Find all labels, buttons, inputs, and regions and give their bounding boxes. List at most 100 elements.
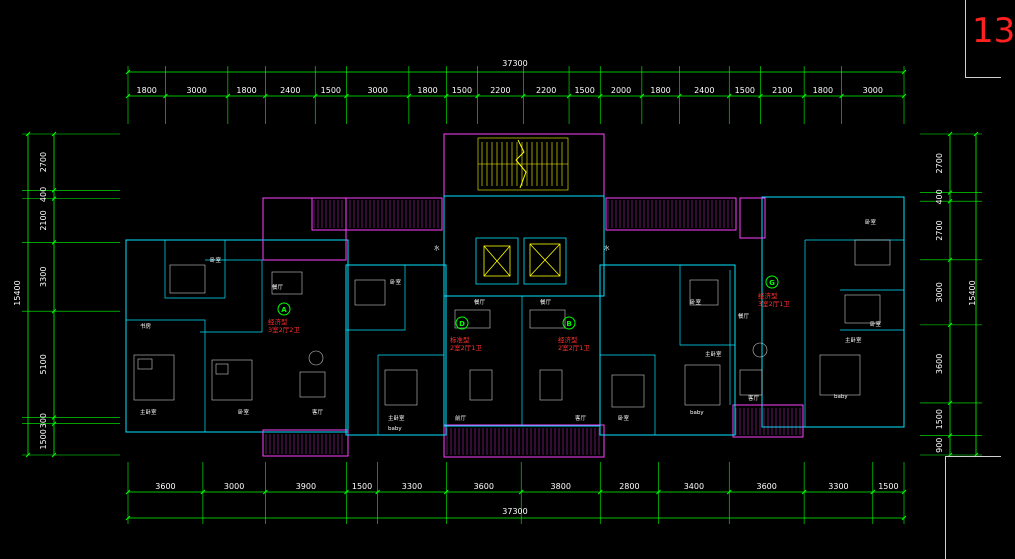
interior-walls xyxy=(126,239,904,435)
dimension-label: 3300 xyxy=(828,482,848,491)
dimension-tick xyxy=(443,489,449,495)
dimension-tick xyxy=(312,93,318,99)
dimension-tick xyxy=(406,93,412,99)
room-label: 餐厅 xyxy=(738,312,750,320)
dimension-label: 2400 xyxy=(694,86,714,95)
dimension-tick xyxy=(344,489,349,495)
dimension-tick xyxy=(475,93,480,99)
dimension-tick xyxy=(262,489,268,495)
unit-type: 经济型 xyxy=(268,317,288,326)
unit-badge-circle xyxy=(765,275,779,289)
dimension-label: 1500 xyxy=(452,86,472,95)
dimension-label: 3000 xyxy=(863,86,883,95)
overall-width-bottom: 37300 xyxy=(502,507,527,516)
unit-G: G 经济型 3室2厅1卫 xyxy=(758,275,790,308)
room-label: 卧室 xyxy=(865,218,877,226)
dimension-tick xyxy=(870,489,876,495)
dimension-label: 2800 xyxy=(619,482,639,491)
dimension-tick xyxy=(726,93,732,99)
dimension-label: 3000 xyxy=(186,86,206,95)
dimension-label: 1500 xyxy=(878,482,898,491)
dimension-tick xyxy=(656,489,661,495)
dimension-tick xyxy=(566,93,572,99)
dimension-label: 2100 xyxy=(39,210,48,230)
room-label: 餐厅 xyxy=(474,298,486,306)
dimension-label: 1800 xyxy=(236,86,256,95)
dimension-tick xyxy=(51,196,57,201)
dimension-tick xyxy=(262,93,268,99)
room-label: 水 xyxy=(604,244,610,252)
unit-badge: B xyxy=(566,320,571,328)
dimension-label: 3400 xyxy=(684,482,704,491)
sheet-number: 13 xyxy=(972,11,1015,51)
dimension-label: 300 xyxy=(39,413,48,428)
dimension-tick xyxy=(375,489,381,495)
room-label: 书房 xyxy=(140,322,152,330)
unit-spec: 2室2厅1卫 xyxy=(558,343,590,352)
dimension-label: 3800 xyxy=(551,482,571,491)
dimension-tick xyxy=(947,131,953,137)
overall-width-top: 37300 xyxy=(502,59,527,68)
elevators xyxy=(475,237,567,285)
dimension-tick xyxy=(901,489,907,495)
dimension-label: 3000 xyxy=(224,482,244,491)
room-label: 餐厅 xyxy=(540,298,552,306)
overall-depth-right: 15400 xyxy=(968,280,977,305)
dimension-tick xyxy=(51,421,57,427)
unit-badge-circle xyxy=(277,302,291,316)
dimension-tick xyxy=(520,93,526,99)
dimension-tick xyxy=(726,489,732,495)
dimension-tick xyxy=(51,131,57,137)
room-label: 客厅 xyxy=(575,414,587,422)
dimension-label: 1800 xyxy=(650,86,670,95)
dimension-tick xyxy=(518,489,524,495)
dimension-tick xyxy=(51,187,57,193)
room-label: baby xyxy=(388,426,402,432)
room-label: 主卧室 xyxy=(705,350,722,358)
room-label: 卧室 xyxy=(210,256,222,264)
dimension-label: 1800 xyxy=(137,86,157,95)
dimension-label: 1800 xyxy=(813,86,833,95)
dimension-tick xyxy=(947,190,953,195)
dimension-label: 3000 xyxy=(367,86,387,95)
unit-badge: A xyxy=(281,306,287,314)
dimension-label: 3600 xyxy=(935,354,944,374)
dimension-tick xyxy=(947,400,953,406)
unit-D: D 标准型 2室2厅1卫 xyxy=(450,316,482,352)
dimension-label: 2700 xyxy=(39,152,48,172)
building-outline xyxy=(125,133,905,458)
room-label: 卧室 xyxy=(238,408,250,416)
dimension-label: 1500 xyxy=(735,86,755,95)
furniture xyxy=(133,239,891,408)
dimension-label: 2700 xyxy=(935,220,944,240)
dimension-label: 400 xyxy=(935,189,944,204)
dimension-tick xyxy=(125,489,131,495)
unit-spec: 3室2厅1卫 xyxy=(758,299,790,308)
unit-type: 经济型 xyxy=(558,335,578,344)
dimension-tick xyxy=(597,93,603,99)
room-label: 卧室 xyxy=(618,414,630,422)
dimension-tick xyxy=(25,131,31,137)
sheet-number-box: 13 xyxy=(965,0,1015,78)
dimension-label: 2200 xyxy=(490,86,510,95)
dimension-tick xyxy=(163,93,168,99)
dimension-label: 3900 xyxy=(296,482,316,491)
room-label: 客厅 xyxy=(748,394,760,402)
unit-type: 经济型 xyxy=(758,291,778,300)
dimension-label: 3300 xyxy=(402,482,422,491)
dimension-label: 3300 xyxy=(39,267,48,287)
room-label: baby xyxy=(834,394,848,400)
dimension-label: 1500 xyxy=(574,86,594,95)
dimension-tick xyxy=(758,93,763,99)
unit-spec: 3室2厅2卫 xyxy=(268,325,300,334)
dimension-tick xyxy=(51,308,57,314)
dimension-tick xyxy=(51,452,57,458)
dimension-tick xyxy=(947,257,953,263)
dimension-label: 1800 xyxy=(417,86,437,95)
unit-badge: G xyxy=(769,279,775,287)
dimension-tick xyxy=(200,489,206,495)
dimension-tick xyxy=(125,515,131,521)
room-label: 餐厅 xyxy=(272,283,284,291)
dimension-tick xyxy=(901,515,907,521)
